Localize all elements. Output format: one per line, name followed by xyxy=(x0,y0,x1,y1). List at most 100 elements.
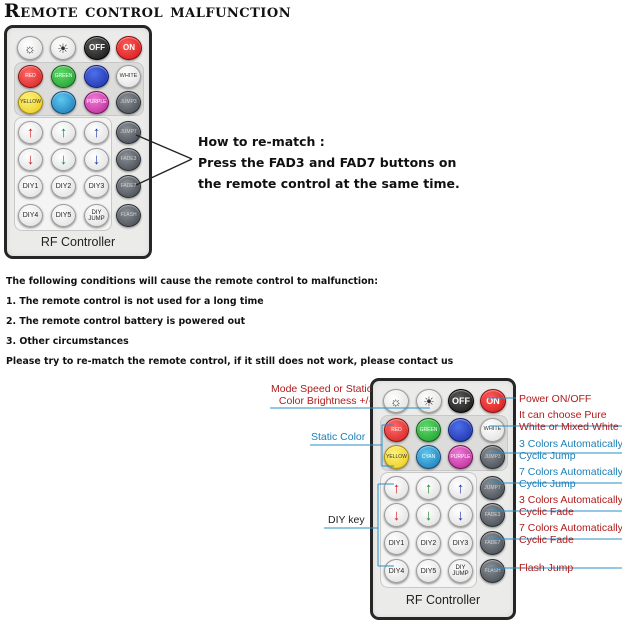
sun-icon: ☀ xyxy=(57,40,69,56)
annotation-fade3: 3 Colors Automatically Cyclic Fade xyxy=(519,494,622,518)
diy3-button[interactable]: DIY3 xyxy=(84,175,109,198)
green-button[interactable]: GREEN xyxy=(51,65,76,88)
diy2-button[interactable]: DIY2 xyxy=(51,175,76,198)
arrow-down-icon: ↓ xyxy=(26,151,35,168)
on-button[interactable]: ON xyxy=(116,36,142,60)
diy5-button[interactable]: DIY5 xyxy=(51,204,76,227)
condition-item: 3. Other circumstances xyxy=(6,336,129,347)
conditions-footer: Please try to re-match the remote contro… xyxy=(6,356,454,367)
green-up-button[interactable]: ↑ xyxy=(51,121,76,144)
brightness-up-button[interactable]: ☀ xyxy=(416,389,442,413)
on-button[interactable]: ON xyxy=(480,389,506,413)
annotation-jump7-line-1: 7 Colors Automatically xyxy=(519,466,622,478)
arrow-up-icon: ↑ xyxy=(26,124,35,141)
diy1-button[interactable]: DIY1 xyxy=(384,531,409,555)
annotation-fade7-line-2: Cyclic Fade xyxy=(519,534,574,546)
annotation-fade3-line-2: Cyclic Fade xyxy=(519,506,574,518)
fade3-button[interactable]: FADE3 xyxy=(480,503,505,527)
blue-up-button[interactable]: ↑ xyxy=(448,476,473,500)
diy-jump-button[interactable]: DIY JUMP xyxy=(84,204,109,227)
annotation-jump3-line-1: 3 Colors Automatically xyxy=(519,438,622,450)
flash-button[interactable]: FLASH xyxy=(480,559,505,583)
rematch-heading: How to re-match : xyxy=(198,134,325,149)
condition-item: 2. The remote control battery is powered… xyxy=(6,316,246,327)
red-down-button[interactable]: ↓ xyxy=(18,148,43,171)
fade7-button[interactable]: FADE7 xyxy=(116,175,141,198)
yellow-button[interactable]: YELLOW xyxy=(384,445,409,469)
rematch-line-2: the remote control at the same time. xyxy=(198,176,460,191)
sun-icon: ☼ xyxy=(390,393,402,409)
rematch-instructions: How to re-match : Press the FAD3 and FAD… xyxy=(198,131,460,194)
annotation-fade3-line-1: 3 Colors Automatically xyxy=(519,494,622,506)
white-button[interactable]: WHITE xyxy=(480,418,505,442)
green-up-button[interactable]: ↑ xyxy=(416,476,441,500)
condition-item: 1. The remote control is not used for a … xyxy=(6,296,264,307)
blue-down-button[interactable]: ↓ xyxy=(84,148,109,171)
annotation-jump3-line-2: Cyclic Jump xyxy=(519,450,576,462)
annotation-jump7: 7 Colors Automatically Cyclic Jump xyxy=(519,466,622,490)
arrow-down-icon: ↓ xyxy=(424,506,433,524)
yellow-button[interactable]: YELLOW xyxy=(18,91,43,114)
arrow-down-icon: ↓ xyxy=(392,506,401,524)
flash-button[interactable]: FLASH xyxy=(116,204,141,227)
cyan-button[interactable] xyxy=(51,91,76,114)
green-down-button[interactable]: ↓ xyxy=(51,148,76,171)
rematch-line-1: Press the FAD3 and FAD7 buttons on xyxy=(198,155,457,170)
annotation-jump7-line-2: Cyclic Jump xyxy=(519,478,576,490)
annotation-mode-speed-line-2: Color Brightness +/- xyxy=(278,395,372,407)
diy3-button[interactable]: DIY3 xyxy=(448,531,473,555)
sun-icon: ☼ xyxy=(24,40,36,56)
purple-button[interactable]: PURPLE xyxy=(84,91,109,114)
diy5-button[interactable]: DIY5 xyxy=(416,559,441,583)
diy-jump-label-2: JUMP xyxy=(88,215,105,222)
brightness-up-button[interactable]: ☀ xyxy=(50,36,76,60)
conditions-intro: The following conditions will cause the … xyxy=(6,276,378,287)
cyan-button[interactable]: CYAN xyxy=(416,445,441,469)
diy4-button[interactable]: DIY4 xyxy=(384,559,409,583)
annotation-white-line-2: White or Mixed White xyxy=(519,421,619,433)
white-button[interactable]: WHITE xyxy=(116,65,141,88)
malfunction-conditions: The following conditions will cause the … xyxy=(6,272,453,372)
remote-brand-label: RF Controller xyxy=(405,593,481,607)
remote-brand-label: RF Controller xyxy=(40,235,116,249)
diy2-button[interactable]: DIY2 xyxy=(416,531,441,555)
off-button[interactable]: OFF xyxy=(84,36,110,60)
remote-control-top: ☼ ☀ OFF ON RED GREEN WHITE YELLOW PURPLE… xyxy=(4,25,152,259)
green-down-button[interactable]: ↓ xyxy=(416,503,441,527)
fade7-button[interactable]: FADE7 xyxy=(480,531,505,555)
jump3-button[interactable]: JUMP3 xyxy=(480,445,505,469)
red-up-button[interactable]: ↑ xyxy=(18,121,43,144)
page-title: Remote control malfunction xyxy=(4,0,292,22)
green-button[interactable]: GREEN xyxy=(416,418,441,442)
diy-jump-button[interactable]: DIY JUMP xyxy=(448,559,473,583)
annotation-white-line-1: It can choose Pure xyxy=(519,409,607,421)
purple-button[interactable]: PURPLE xyxy=(448,445,473,469)
fade3-button[interactable]: FADE3 xyxy=(116,148,141,171)
blue-down-button[interactable]: ↓ xyxy=(448,503,473,527)
blue-button[interactable] xyxy=(448,418,473,442)
blue-up-button[interactable]: ↑ xyxy=(84,121,109,144)
red-down-button[interactable]: ↓ xyxy=(384,503,409,527)
blue-button[interactable] xyxy=(84,65,109,88)
jump7-button[interactable]: JUMP7 xyxy=(480,476,505,500)
red-up-button[interactable]: ↑ xyxy=(384,476,409,500)
jump7-button[interactable]: JUMP7 xyxy=(116,121,141,144)
diy-jump-label-1: DIY xyxy=(455,565,466,571)
red-button[interactable]: RED xyxy=(384,418,409,442)
jump3-button[interactable]: JUMP3 xyxy=(116,91,141,114)
red-button[interactable]: RED xyxy=(18,65,43,88)
diy4-button[interactable]: DIY4 xyxy=(18,204,43,227)
arrow-up-icon: ↑ xyxy=(92,124,101,141)
diy1-button[interactable]: DIY1 xyxy=(18,175,43,198)
brightness-down-button[interactable]: ☼ xyxy=(383,389,409,413)
off-button[interactable]: OFF xyxy=(448,389,474,413)
brightness-down-button[interactable]: ☼ xyxy=(17,36,43,60)
sun-icon: ☀ xyxy=(423,393,435,409)
remote-control-bottom: ☼ ☀ OFF ON RED GREEN WHITE YELLOW CYAN P… xyxy=(370,378,516,620)
diy-jump-label-1: DIY xyxy=(91,209,102,216)
annotation-white: It can choose Pure White or Mixed White xyxy=(519,409,619,433)
arrow-down-icon: ↓ xyxy=(59,151,68,168)
annotation-fade7: 7 Colors Automatically Cyclic Fade xyxy=(519,522,622,546)
annotation-diy-key: DIY key xyxy=(328,514,365,526)
